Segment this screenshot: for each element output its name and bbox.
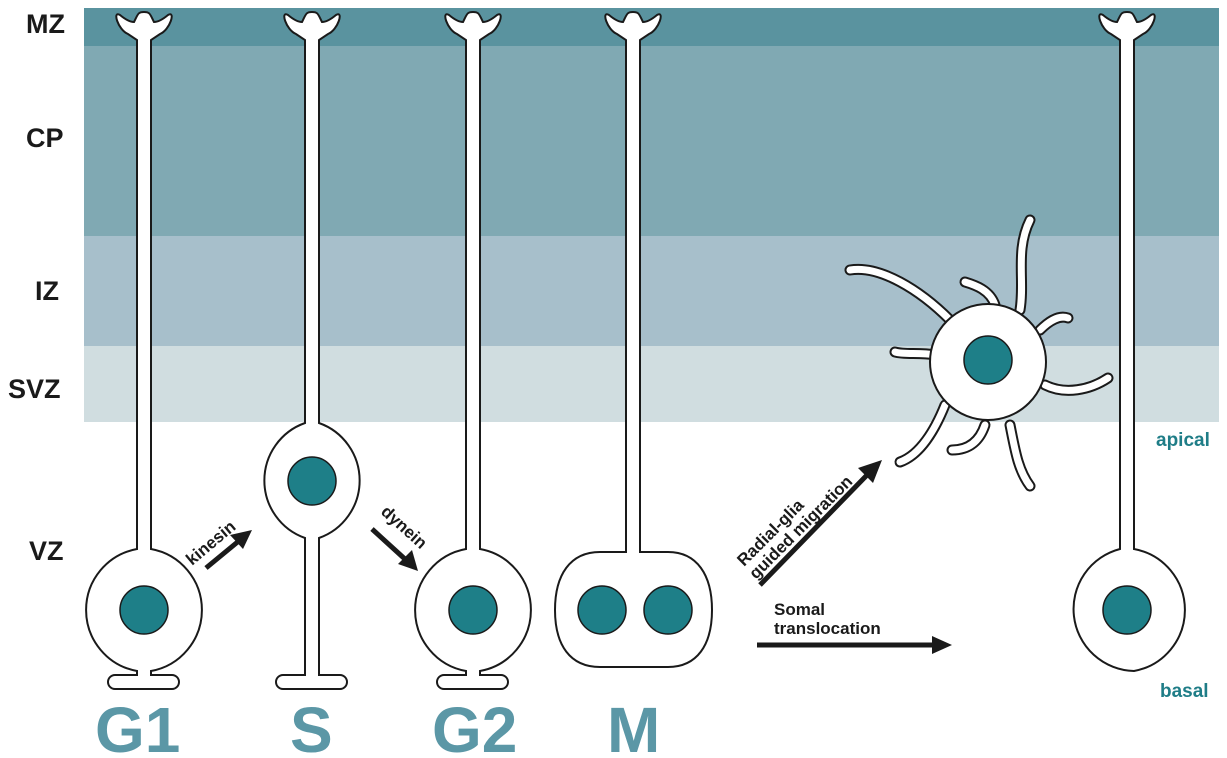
somal-translocation-arrow: Somal translocation [757, 600, 952, 654]
m-nucleus-right [643, 585, 693, 635]
zone-label-vz: VZ [29, 536, 64, 566]
apical-label: apical [1156, 430, 1210, 451]
somal-label-line2: translocation [774, 619, 881, 638]
zone-label-iz: IZ [35, 276, 59, 306]
m-nucleus-left [577, 585, 627, 635]
phase-label-m: M [607, 694, 660, 758]
radial-glia-nucleus [1102, 585, 1152, 635]
radial-migration-arrow: Radial-glia guided migration [733, 460, 882, 587]
g2-nucleus [448, 585, 498, 635]
dynein-label: dynein [377, 502, 430, 553]
g1-cell [85, 10, 203, 690]
iz-band [84, 236, 1219, 346]
neuron-nucleus [963, 335, 1013, 385]
g2-cell [414, 10, 532, 690]
g1-nucleus [119, 585, 169, 635]
m-cell [553, 10, 714, 668]
s-nucleus [287, 456, 337, 506]
phase-label-g2: G2 [432, 694, 517, 758]
dynein-arrow: dynein [370, 502, 431, 571]
zone-label-svz: SVZ [8, 374, 61, 404]
basal-label: basal [1160, 681, 1209, 702]
phase-label-s: S [290, 694, 333, 758]
migrating-neuron [844, 214, 1114, 492]
s-cell [263, 10, 361, 690]
zone-label-mz: MZ [26, 9, 65, 39]
zone-label-cp: CP [26, 123, 64, 153]
phase-label-g1: G1 [95, 694, 180, 758]
radial-glia-cell [1072, 10, 1186, 673]
kinesin-arrow: kinesin [182, 517, 252, 570]
neuron-processes [844, 214, 1114, 492]
cp-band [84, 46, 1219, 236]
somal-label-line1: Somal [774, 600, 825, 619]
